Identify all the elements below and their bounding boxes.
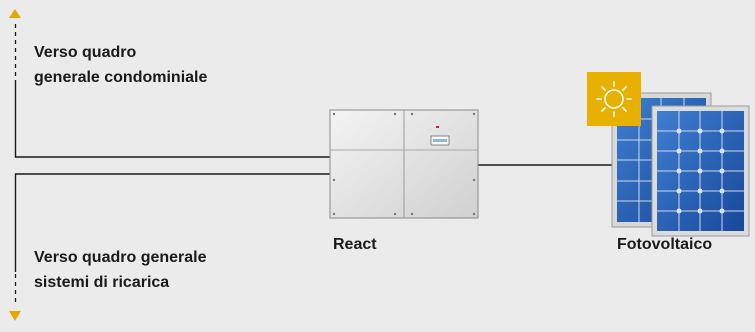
wire-bottom — [14, 173, 330, 272]
inverter-label: React — [333, 236, 377, 253]
wire-top — [14, 80, 330, 158]
bottom-destination-label: Verso quadro generale sistemi di ricaric… — [34, 245, 207, 295]
bottom-label-line-2: sistemi di ricarica — [34, 274, 170, 291]
solar-panel-icon — [651, 105, 750, 237]
top-label-line-2: generale condominiale — [34, 69, 208, 86]
triangle-up-icon — [9, 9, 21, 18]
top-destination-label: Verso quadro generale condominiale — [34, 40, 207, 90]
triangle-down-icon — [9, 311, 21, 321]
bottom-label-line-1: Verso quadro generale — [34, 249, 207, 266]
photovoltaic-label: Fotovoltaico — [617, 236, 713, 253]
top-label-line-1: Verso quadro — [34, 44, 137, 61]
sun-icon — [587, 72, 641, 126]
inverter-cabinet-icon — [329, 109, 479, 219]
